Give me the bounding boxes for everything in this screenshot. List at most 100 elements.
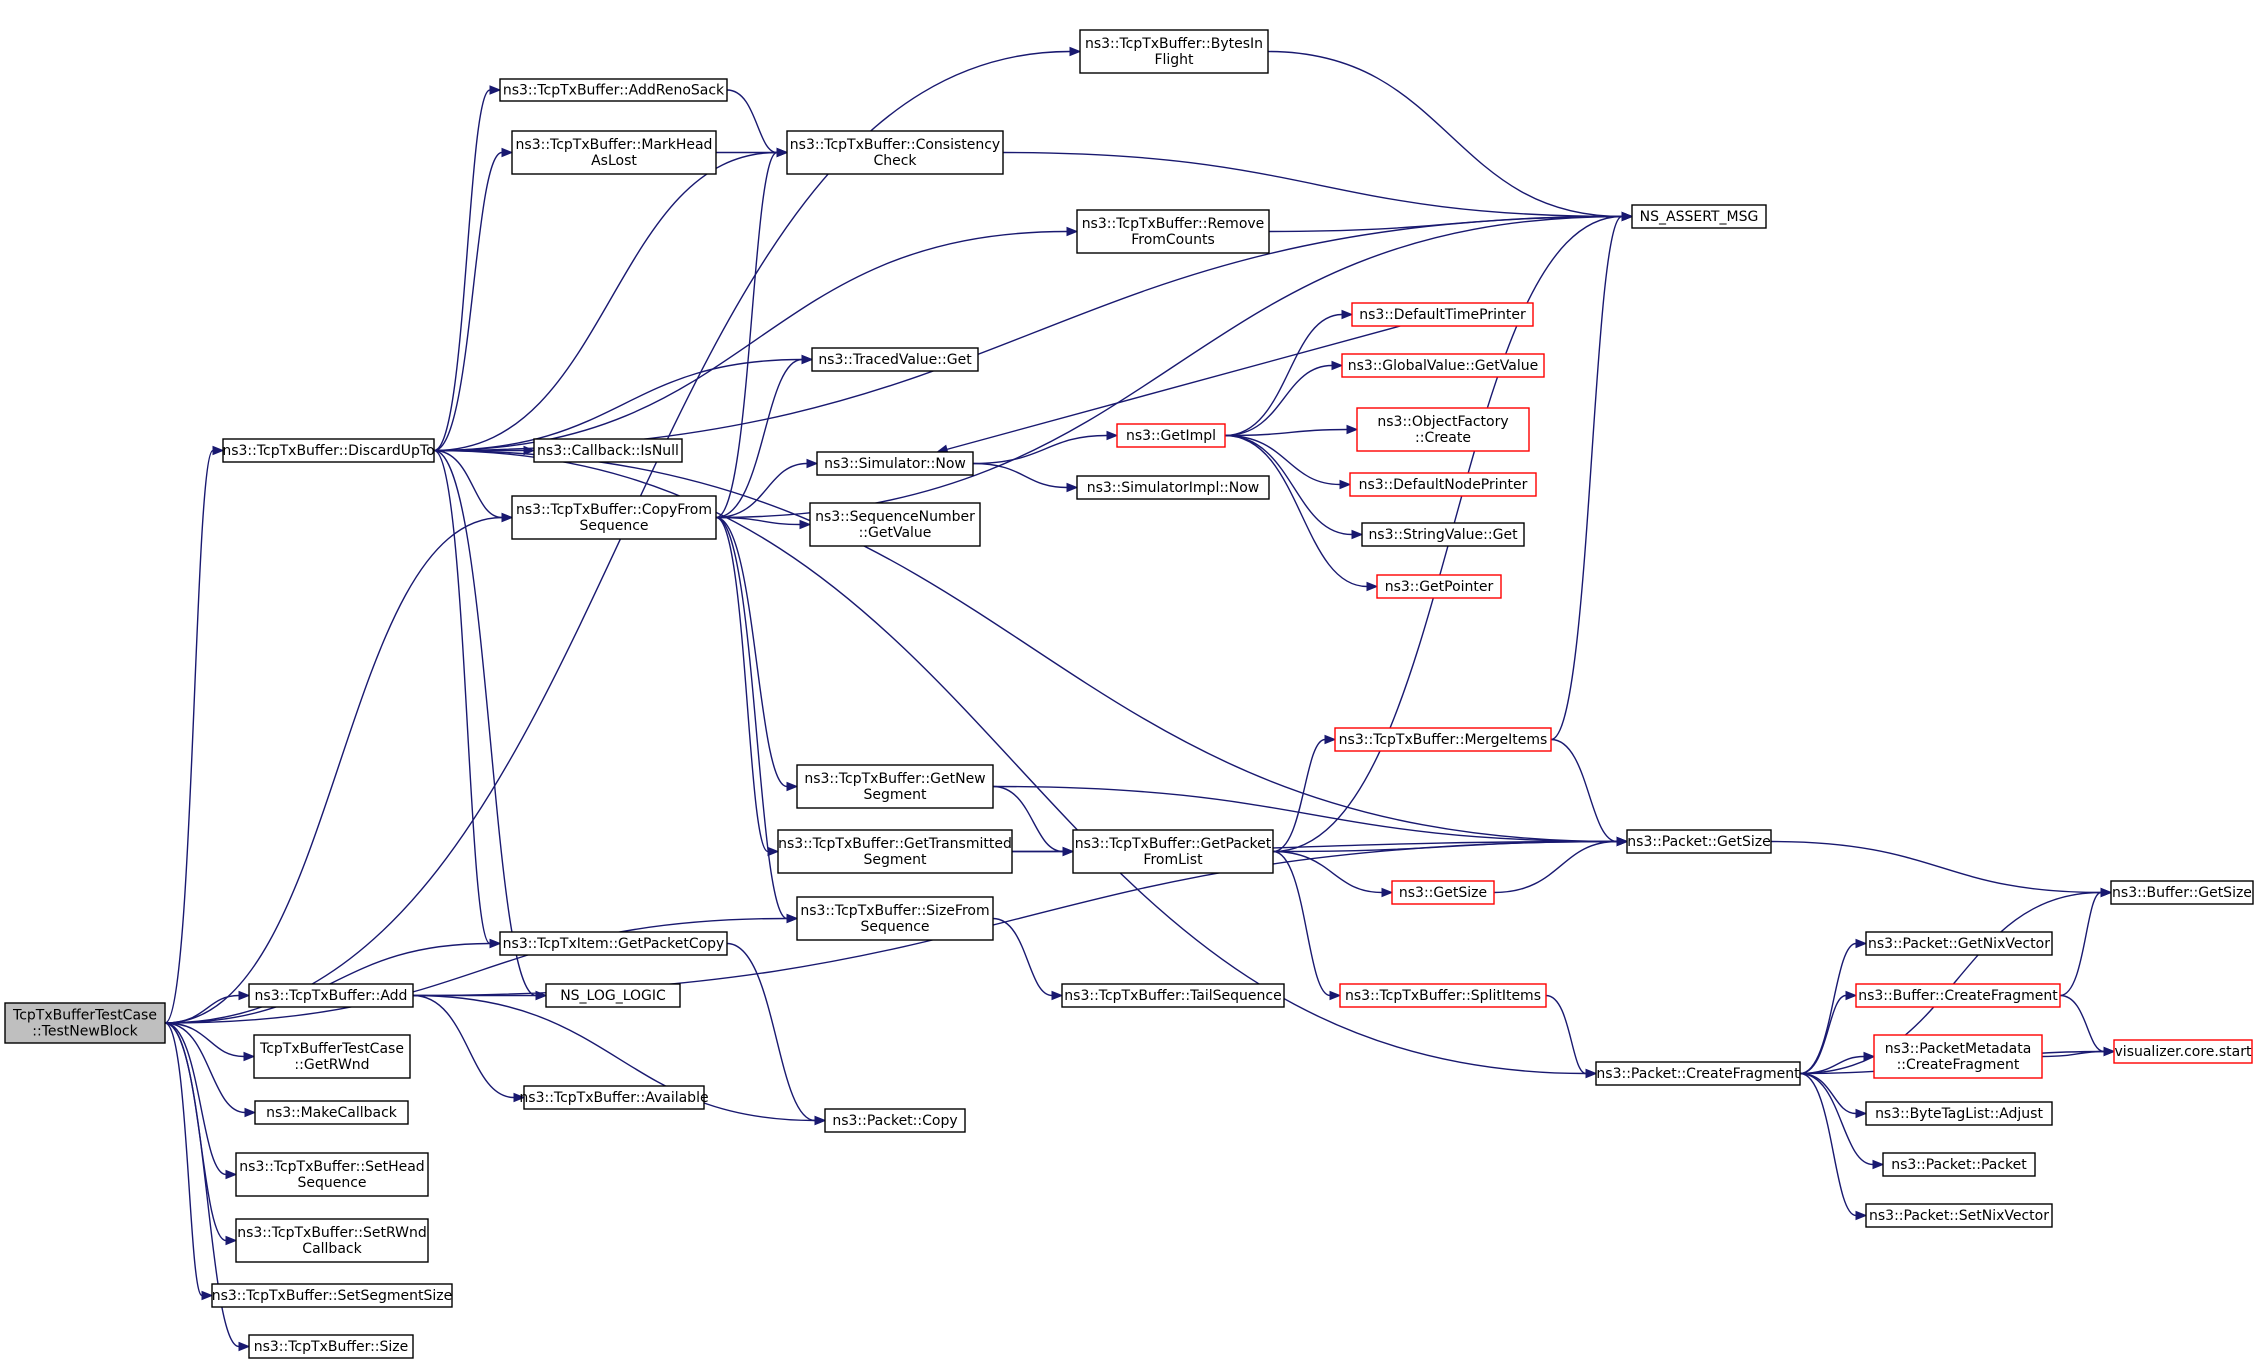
node-addrenosack[interactable]: ns3::TcpTxBuffer::AddRenoSack xyxy=(499,78,728,102)
node-getpointer[interactable]: ns3::GetPointer xyxy=(1376,574,1502,599)
node-label: ns3::TcpTxBuffer::MergeItems xyxy=(1339,732,1548,748)
node-getnixvector[interactable]: ns3::Packet::GetNixVector xyxy=(1865,931,2053,956)
node-strget[interactable]: ns3::StringValue::Get xyxy=(1361,522,1525,547)
node-pktcopy[interactable]: ns3::Packet::Copy xyxy=(824,1108,966,1133)
node-getrwnd[interactable]: TcpTxBufferTestCase::GetRWnd xyxy=(253,1034,411,1079)
edge-line xyxy=(715,358,803,519)
node-mergeitems[interactable]: ns3::TcpTxBuffer::MergeItems xyxy=(1334,727,1552,752)
node-simnow[interactable]: ns3::Simulator::Now xyxy=(816,451,974,476)
node-setsegsize[interactable]: ns3::TcpTxBuffer::SetSegmentSize xyxy=(211,1283,453,1308)
edge-line xyxy=(715,151,778,519)
arrowhead xyxy=(1855,1210,1868,1221)
edge-line xyxy=(1224,434,1368,588)
node-tracedget[interactable]: ns3::TracedValue::Get xyxy=(811,347,979,372)
arrowhead xyxy=(1351,529,1364,540)
edge-line xyxy=(433,358,803,452)
edge-line xyxy=(164,1022,240,1348)
arrowhead xyxy=(1069,46,1082,57)
node-label: Sequence xyxy=(860,919,929,935)
node-buffergetsize[interactable]: ns3::Buffer::GetSize xyxy=(2110,880,2254,905)
node-bufcreatefrag[interactable]: ns3::Buffer::CreateFragment xyxy=(1855,983,2061,1008)
node-assert[interactable]: NS_ASSERT_MSG xyxy=(1631,204,1767,229)
node-box xyxy=(1865,1203,2053,1228)
node-makecallback[interactable]: ns3::MakeCallback xyxy=(254,1100,409,1125)
node-vizstart[interactable]: visualizer.core.start xyxy=(2113,1039,2253,1064)
node-tailseq[interactable]: ns3::TcpTxBuffer::TailSequence xyxy=(1061,983,1285,1008)
node-box xyxy=(1595,1061,1801,1086)
node-size[interactable]: ns3::TcpTxBuffer::Size xyxy=(248,1334,414,1359)
node-seqgetvalue[interactable]: ns3::SequenceNumber::GetValue xyxy=(809,502,981,547)
arrowhead xyxy=(1051,990,1064,1001)
call-edge-sizefrom-to-tailseq xyxy=(992,917,1064,1001)
node-globalvalue[interactable]: ns3::GlobalValue::GetValue xyxy=(1341,353,1545,378)
edge-line xyxy=(972,462,1068,489)
node-deftimeprinter[interactable]: ns3::DefaultTimePrinter xyxy=(1351,302,1534,327)
arrowhead xyxy=(523,445,536,456)
arrowhead xyxy=(1855,938,1868,949)
call-edge-root-to-setrwnd xyxy=(164,1022,238,1246)
node-isnull[interactable]: ns3::Callback::IsNull xyxy=(533,438,683,463)
call-edge-root-to-sethead xyxy=(164,1022,238,1180)
node-label: Segment xyxy=(864,787,928,803)
node-pmcreatefrag[interactable]: ns3::PacketMetadata::CreateFragment xyxy=(1873,1034,2043,1079)
node-label: ns3::TcpTxBuffer::Consistency xyxy=(790,137,1000,153)
node-pktgetsize[interactable]: ns3::Packet::GetSize xyxy=(1626,829,1772,854)
node-discard[interactable]: ns3::TcpTxBuffer::DiscardUpTo xyxy=(222,438,435,463)
arrowhead xyxy=(1324,734,1337,745)
node-label: ns3::TcpTxBuffer::DiscardUpTo xyxy=(222,443,434,459)
node-label: ns3::Packet::Copy xyxy=(832,1113,957,1129)
node-label: Callback xyxy=(302,1241,362,1257)
edge-line xyxy=(433,449,1587,1075)
node-pktcreatefrag[interactable]: ns3::Packet::CreateFragment xyxy=(1595,1061,1801,1086)
edge-line xyxy=(1267,50,1623,218)
node-box xyxy=(809,502,981,547)
node-itemgetpacketcopy[interactable]: ns3::TcpTxItem::GetPacketCopy xyxy=(499,931,728,956)
edge-line xyxy=(164,1022,246,1114)
call-edge-copyfrom-to-sizefrom xyxy=(715,516,799,924)
node-setnixvector[interactable]: ns3::Packet::SetNixVector xyxy=(1865,1203,2053,1228)
edge-line xyxy=(2041,1050,2105,1058)
node-bytetagadjust[interactable]: ns3::ByteTagList::Adjust xyxy=(1865,1101,2053,1126)
node-available[interactable]: ns3::TcpTxBuffer::Available xyxy=(519,1085,709,1110)
node-label: TcpTxBufferTestCase xyxy=(259,1041,404,1057)
node-label: ns3::Callback::IsNull xyxy=(537,443,679,459)
node-root: TcpTxBufferTestCase::TestNewBlock xyxy=(4,1002,166,1044)
node-box xyxy=(511,130,717,175)
arrowhead xyxy=(786,781,799,792)
edge-line xyxy=(2059,994,2105,1053)
node-getimpl[interactable]: ns3::GetImpl xyxy=(1116,423,1226,448)
node-box xyxy=(511,495,717,540)
call-edge-discard-to-addrenosack xyxy=(433,85,502,452)
edge-line xyxy=(164,516,503,1024)
node-add[interactable]: ns3::TcpTxBuffer::Add xyxy=(248,983,414,1008)
call-edge-bufcreatefrag-to-vizstart xyxy=(2059,994,2116,1057)
arrowhead xyxy=(1339,479,1352,490)
node-pktpacket[interactable]: ns3::Packet::Packet xyxy=(1882,1152,2036,1177)
node-label: ns3::TcpTxBuffer::SetSegmentSize xyxy=(212,1288,453,1304)
edge-line xyxy=(946,325,1401,451)
node-label: ns3::TcpTxBuffer::AddRenoSack xyxy=(503,83,725,99)
node-simimplnow[interactable]: ns3::SimulatorImpl::Now xyxy=(1076,475,1270,500)
edge-line xyxy=(1493,840,1618,894)
node-box xyxy=(545,983,681,1008)
node-splititems[interactable]: ns3::TcpTxBuffer::SplitItems xyxy=(1339,983,1547,1008)
node-defnodeprinter[interactable]: ns3::DefaultNodePrinter xyxy=(1349,472,1537,497)
node-label: ns3::TcpTxBuffer::SplitItems xyxy=(1345,988,1541,1004)
node-nslog[interactable]: NS_LOG_LOGIC xyxy=(545,983,681,1008)
call-edge-getimpl-to-strget xyxy=(1224,434,1364,540)
node-box xyxy=(1072,829,1274,874)
node-objfactory[interactable]: ns3::ObjectFactory::Create xyxy=(1356,407,1530,452)
node-box xyxy=(1865,931,2053,956)
node-getsize[interactable]: ns3::GetSize xyxy=(1391,880,1495,905)
